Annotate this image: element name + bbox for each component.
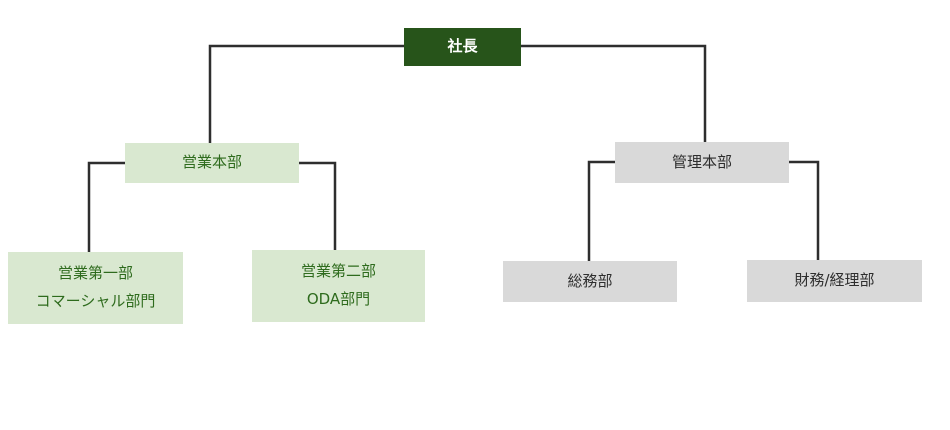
connector-president-sales-hq <box>208 44 404 143</box>
org-node-admin-hq[interactable]: 管理本部 <box>615 142 789 183</box>
org-node-sales-hq-label: 営業本部 <box>181 153 242 172</box>
connector-sales-hq-dept1 <box>87 161 125 252</box>
org-node-finance-label: 財務/経理部 <box>794 271 875 290</box>
connector-admin-hq-general <box>587 160 615 261</box>
org-node-sales-dept-1[interactable]: 営業第一部 コマーシャル部門 <box>8 252 183 324</box>
org-node-president-label: 社長 <box>447 37 478 56</box>
org-node-president[interactable]: 社長 <box>404 28 521 66</box>
connector-president-admin-hq <box>521 44 707 142</box>
org-node-admin-hq-label: 管理本部 <box>671 152 732 171</box>
org-node-general-affairs[interactable]: 総務部 <box>503 261 677 302</box>
org-node-general-affairs-label: 総務部 <box>567 271 613 290</box>
org-node-sales-dept-2-label: 営業第二部 ODA部門 <box>300 262 376 308</box>
org-node-sales-dept-1-label: 営業第一部 コマーシャル部門 <box>35 264 156 310</box>
connector-sales-hq-dept2 <box>299 161 337 250</box>
org-node-sales-dept-2[interactable]: 営業第二部 ODA部門 <box>252 250 425 322</box>
org-node-finance[interactable]: 財務/経理部 <box>747 260 922 302</box>
org-node-sales-hq[interactable]: 営業本部 <box>125 143 299 183</box>
connector-admin-hq-finance <box>789 160 820 260</box>
